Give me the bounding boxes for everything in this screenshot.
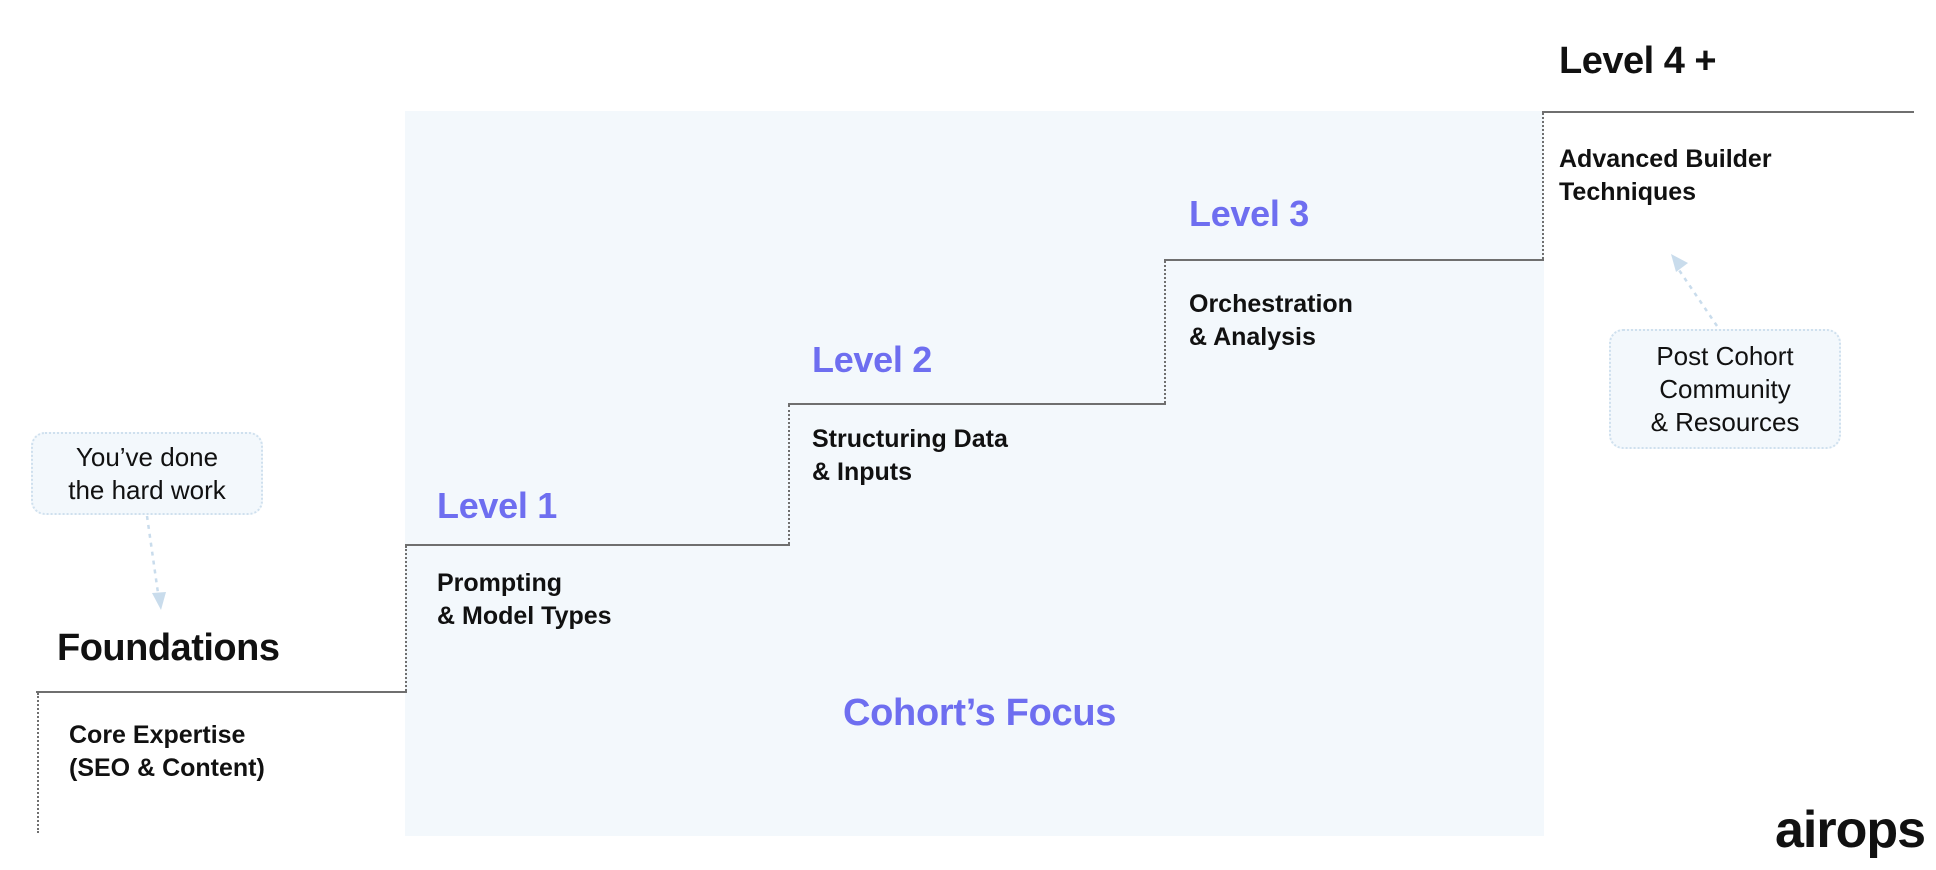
post-cohort-line-3: & Resources <box>1650 406 1800 437</box>
foundations-desc-line-1: Core Expertise <box>69 721 246 749</box>
level4-description: Advanced Builder Techniques <box>1559 143 1772 209</box>
post-cohort-callout: Post Cohort Community & Resources <box>1609 329 1841 449</box>
level2-title: Level 2 <box>812 339 932 380</box>
level2-step-line <box>788 403 1166 405</box>
hard-work-callout: You’ve done the hard work <box>31 432 263 515</box>
hard-work-line-1: You’ve done <box>75 441 219 472</box>
level3-desc-line-2: & Analysis <box>1189 323 1316 351</box>
level1-desc-line-2: & Model Types <box>437 602 612 630</box>
level1-step-line <box>405 544 790 546</box>
level3-step-line <box>1164 259 1544 261</box>
cohort-focus-region <box>405 111 1544 836</box>
hard-work-line-2: the hard work <box>68 474 226 505</box>
level4-desc-line-2: Techniques <box>1559 178 1697 206</box>
post-cohort-arrow-icon <box>1671 254 1719 327</box>
level3-riser <box>1164 261 1166 403</box>
level2-desc-line-1: Structuring Data <box>812 425 1008 453</box>
foundations-description: Core Expertise (SEO & Content) <box>69 719 265 785</box>
level1-desc-line-1: Prompting <box>437 569 562 597</box>
level2-riser <box>788 405 790 544</box>
foundations-riser <box>37 693 39 833</box>
level3-description: Orchestration & Analysis <box>1189 288 1353 354</box>
post-cohort-line-2: Community <box>1659 373 1791 404</box>
foundations-step-line <box>36 691 407 693</box>
level1-riser <box>405 546 407 691</box>
level3-desc-line-1: Orchestration <box>1189 290 1353 318</box>
level2-description: Structuring Data & Inputs <box>812 423 1008 489</box>
foundations-desc-line-2: (SEO & Content) <box>69 754 265 782</box>
level4-title: Level 4 + <box>1559 40 1717 82</box>
foundations-title: Foundations <box>57 627 280 669</box>
hard-work-arrow-icon <box>145 515 166 610</box>
cohort-focus-label: Cohort’s Focus <box>843 692 1117 734</box>
level4-desc-line-1: Advanced Builder <box>1559 145 1772 173</box>
post-cohort-line-1: Post Cohort <box>1656 340 1794 371</box>
level4-step-line <box>1542 111 1914 113</box>
level4-riser <box>1542 113 1544 259</box>
airops-logo: airops <box>1775 801 1926 859</box>
level1-title: Level 1 <box>437 485 557 526</box>
level3-title: Level 3 <box>1189 193 1309 234</box>
level1-description: Prompting & Model Types <box>437 567 612 633</box>
level2-desc-line-2: & Inputs <box>812 458 912 486</box>
